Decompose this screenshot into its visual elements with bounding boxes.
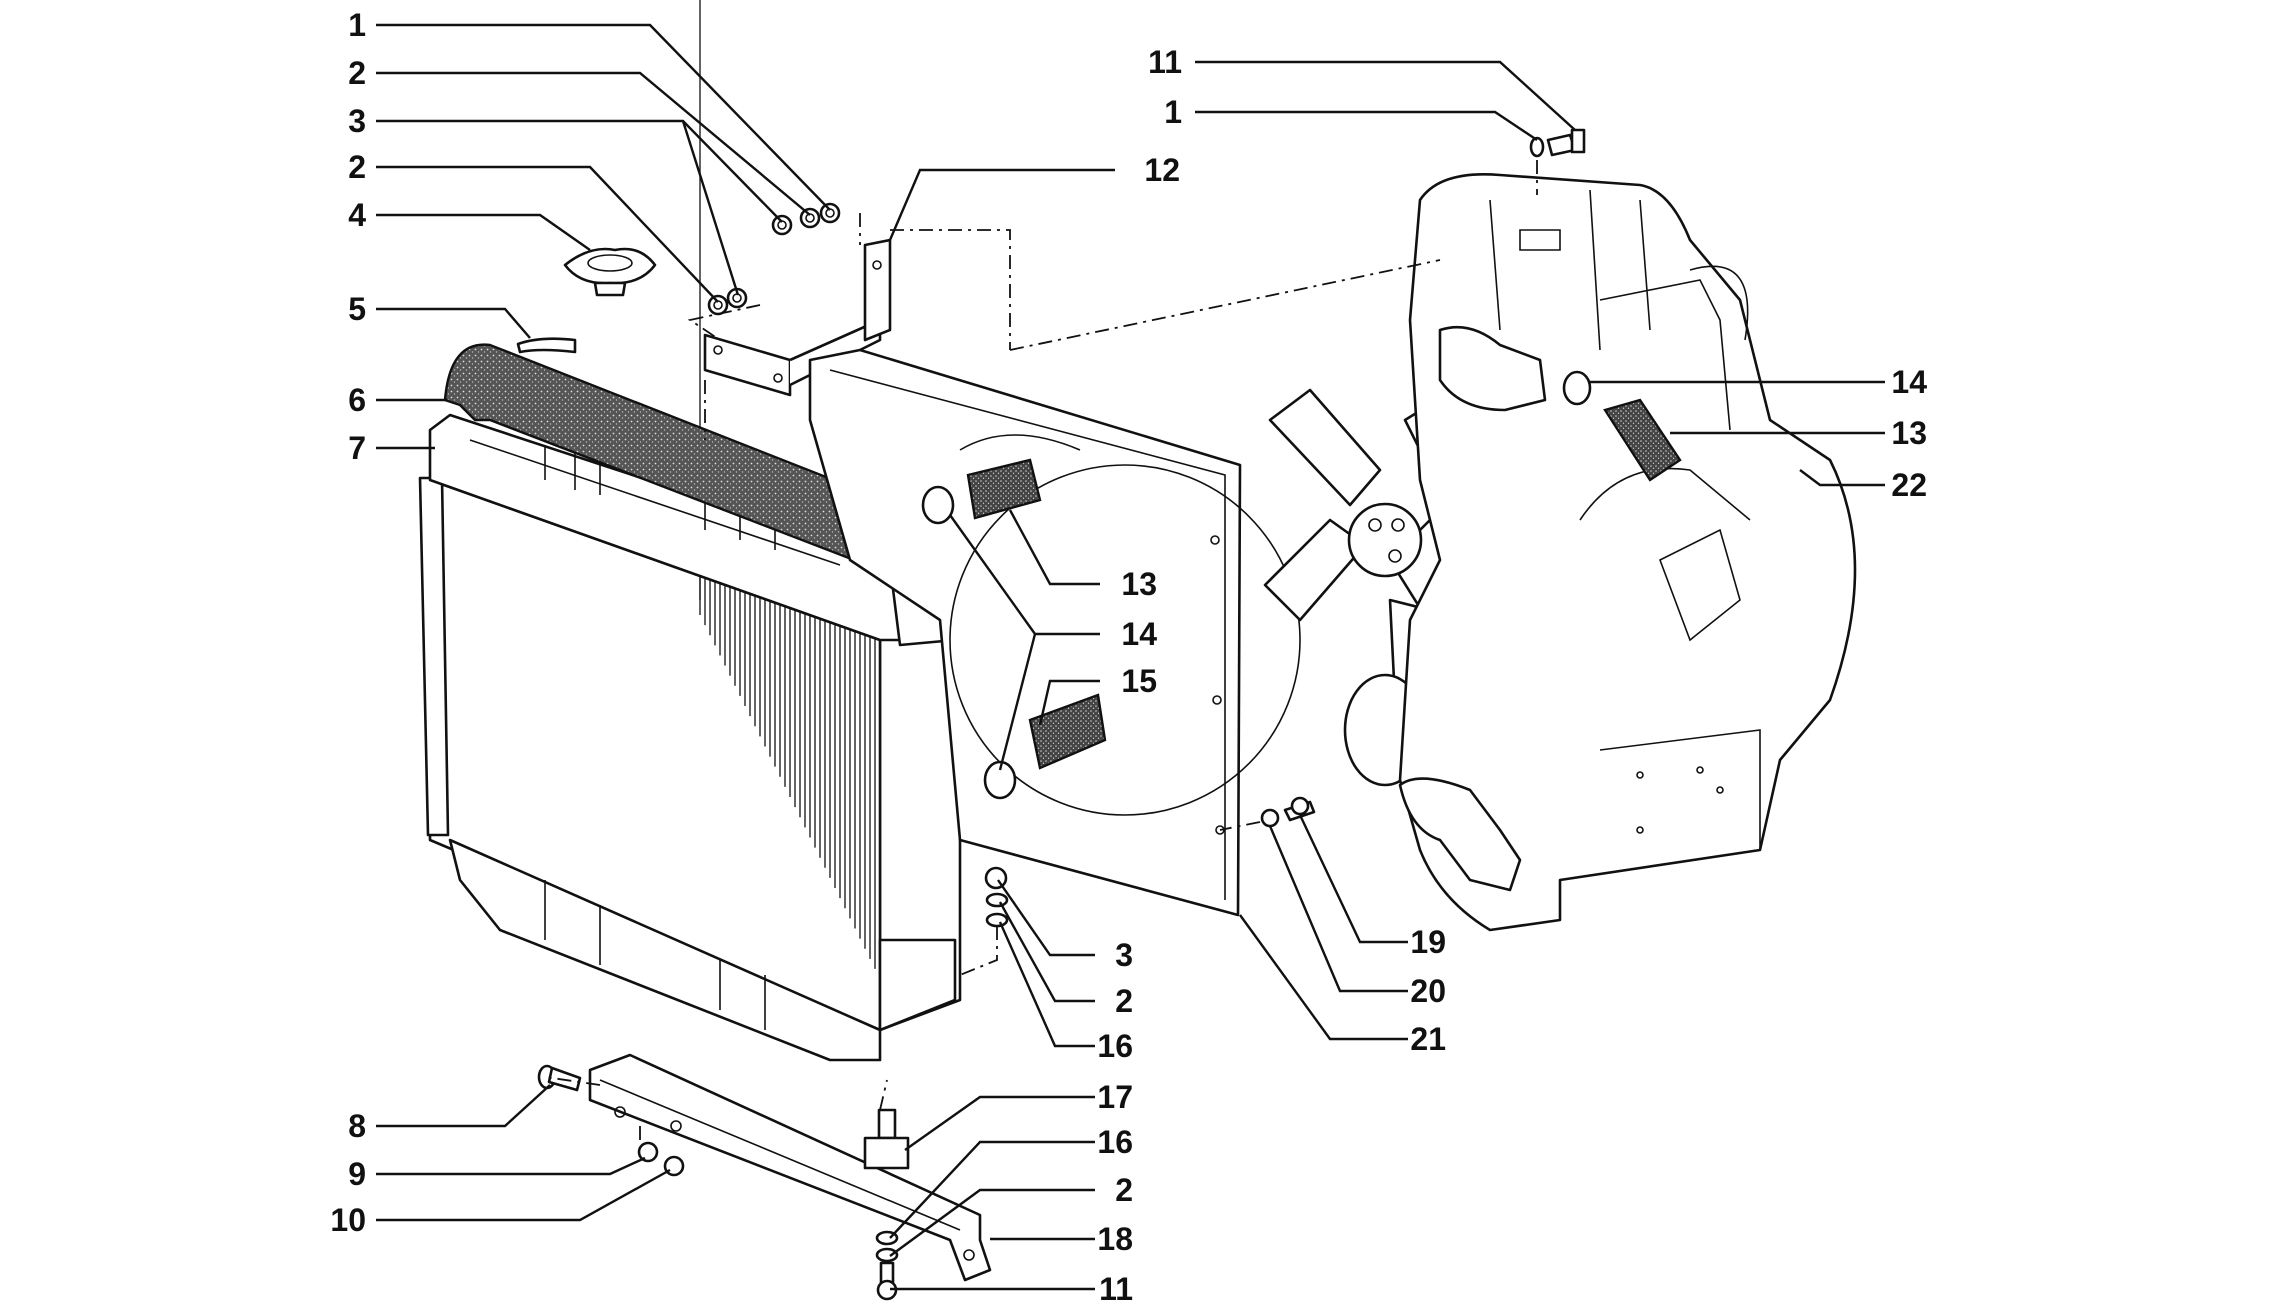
- callout-13: 13: [1121, 566, 1157, 602]
- callout-18: 18: [1097, 1221, 1133, 1257]
- leader-lines: [376, 23, 1885, 1291]
- callout-6: 6: [348, 382, 366, 418]
- callout-22: 22: [1891, 467, 1927, 503]
- callout-17: 17: [1097, 1079, 1133, 1115]
- callouts-middle: 12 13 14 15 3 2 16 17 16 2 18 11: [1097, 152, 1180, 1307]
- screw-washer: [1260, 796, 1316, 828]
- callout-2: 2: [348, 149, 366, 185]
- lower-bracket: [588, 1053, 992, 1282]
- callout-11: 11: [1148, 44, 1182, 80]
- callout-3: 3: [1115, 937, 1133, 973]
- callout-16: 16: [1097, 1124, 1133, 1160]
- hose-clamp: [1562, 370, 1592, 406]
- hose-clamp: [983, 760, 1017, 800]
- callout-19: 19: [1410, 924, 1446, 960]
- callout-12: 12: [1144, 152, 1180, 188]
- callout-2: 2: [348, 55, 366, 91]
- callout-5: 5: [348, 291, 366, 327]
- fan-shroud: [808, 348, 1301, 917]
- callout-9: 9: [348, 1156, 366, 1192]
- callout-1: 1: [1164, 94, 1182, 130]
- callout-14: 14: [1891, 364, 1927, 400]
- callout-13: 13: [1891, 415, 1927, 451]
- upper-hose: [1603, 398, 1682, 482]
- washer-nut-set-top: [707, 202, 841, 316]
- callouts-left: 1 2 3 2 4 5 6 7 8 9 10: [330, 7, 366, 1238]
- radiator-cap: [563, 247, 657, 297]
- callout-21: 21: [1410, 1021, 1446, 1057]
- callout-8: 8: [348, 1108, 366, 1144]
- callout-14: 14: [1121, 616, 1157, 652]
- callout-4: 4: [348, 197, 366, 233]
- callout-15: 15: [1121, 663, 1157, 699]
- bolt-washer-engine: [1529, 128, 1586, 158]
- washer-stack-shroud: [984, 866, 1009, 928]
- callouts-engine: 11 1 14 13 22 19 20 21: [1148, 44, 1927, 1057]
- lower-hose: [1028, 693, 1107, 770]
- callout-3: 3: [348, 103, 366, 139]
- engine: [1398, 173, 1857, 932]
- callout-2: 2: [1115, 983, 1133, 1019]
- callout-7: 7: [348, 430, 366, 466]
- foam-seal: [443, 343, 917, 572]
- callout-16: 16: [1097, 1028, 1133, 1064]
- callout-1: 1: [348, 7, 366, 43]
- upper-hose: [966, 458, 1042, 520]
- callout-10: 10: [330, 1202, 366, 1238]
- callout-20: 20: [1410, 973, 1446, 1009]
- hose-clamp: [921, 485, 955, 525]
- callout-2: 2: [1115, 1172, 1133, 1208]
- overflow-hose: [516, 337, 577, 354]
- callout-11: 11: [1099, 1271, 1133, 1307]
